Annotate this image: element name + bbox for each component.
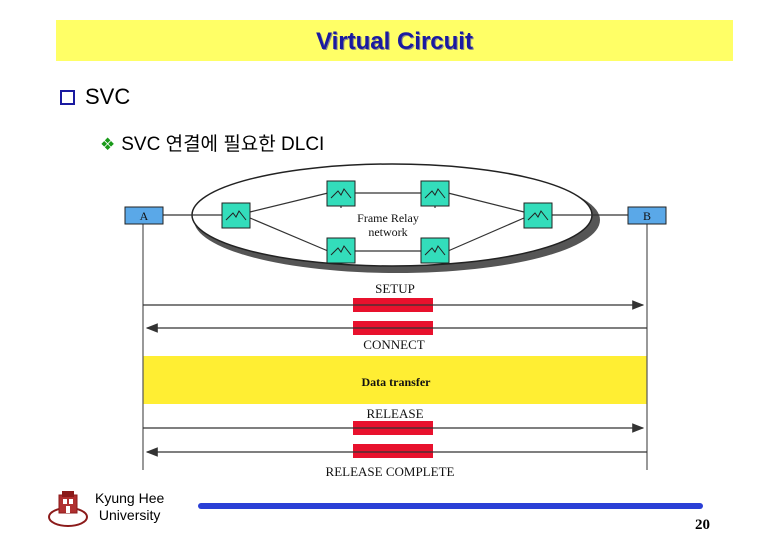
endpoint-a-label: A bbox=[140, 209, 149, 223]
bullet-level1-text: SVC bbox=[85, 84, 131, 109]
switch-top-right bbox=[420, 180, 450, 207]
institution-line1: Kyung Hee bbox=[95, 490, 165, 506]
bullet-level1: SVC bbox=[60, 84, 130, 110]
title-bar: Virtual Circuit bbox=[56, 20, 733, 61]
release-complete-message-bar bbox=[353, 444, 433, 458]
release-label: RELEASE bbox=[366, 406, 423, 421]
setup-label: SETUP bbox=[375, 281, 415, 296]
network-label-line1: Frame Relay bbox=[357, 211, 419, 225]
data-transfer-label: Data transfer bbox=[362, 375, 432, 389]
diamond-bullet-icon: ❖ bbox=[100, 135, 116, 154]
switch-top-left bbox=[326, 180, 356, 207]
network-label-box bbox=[340, 208, 436, 240]
bullet-level2: ❖ SVC 연결에 필요한 DLCI bbox=[100, 129, 324, 156]
endpoint-a: A bbox=[124, 206, 164, 225]
footer-divider bbox=[198, 503, 703, 509]
slide-title: Virtual Circuit bbox=[316, 28, 473, 55]
switch-bottom-left bbox=[326, 237, 356, 264]
institution-name: Kyung Hee University bbox=[95, 490, 164, 524]
svc-diagram: Frame Relay network A B SETUP CONNECT bbox=[124, 163, 667, 479]
endpoint-b: B bbox=[627, 206, 667, 225]
square-bullet-icon bbox=[60, 90, 75, 105]
release-complete-label: RELEASE COMPLETE bbox=[326, 464, 455, 479]
switch-bottom-right bbox=[420, 237, 450, 264]
switch-right bbox=[523, 202, 553, 229]
switch-left bbox=[221, 202, 251, 229]
bullet-level2-text: SVC 연결에 필요한 DLCI bbox=[121, 134, 325, 155]
institution-line2: University bbox=[98, 507, 161, 523]
endpoint-b-label: B bbox=[643, 209, 651, 223]
page-number: 20 bbox=[695, 517, 710, 533]
connect-label: CONNECT bbox=[363, 337, 424, 352]
data-transfer-band bbox=[143, 356, 647, 404]
university-logo-icon bbox=[48, 491, 88, 527]
network-label-line2: network bbox=[368, 225, 407, 239]
